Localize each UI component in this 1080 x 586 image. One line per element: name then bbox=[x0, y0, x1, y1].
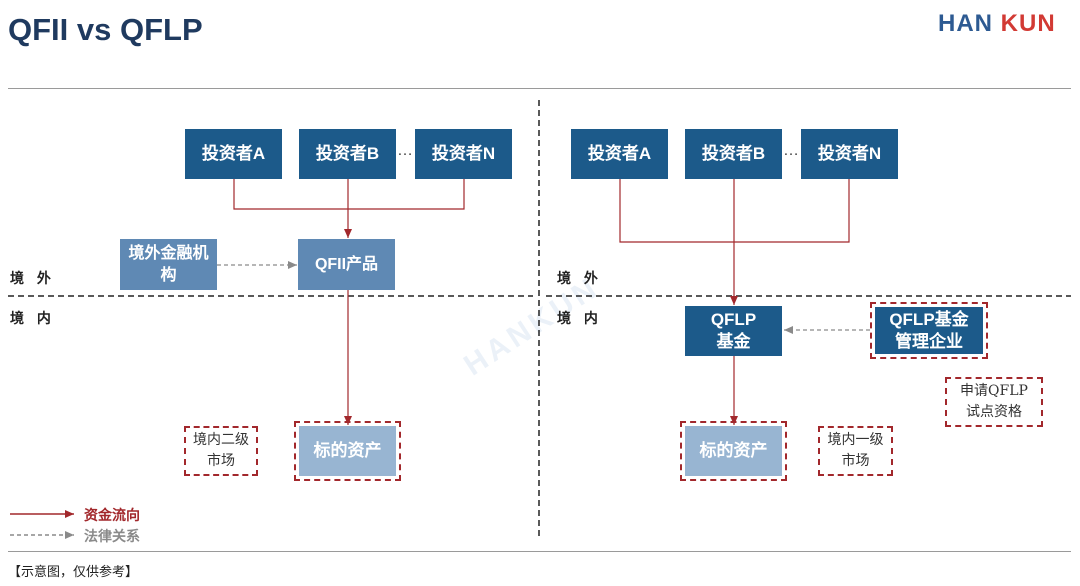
left-investor-b: 投资者B bbox=[299, 129, 396, 179]
secondary-market-label: 境内二级市场 bbox=[193, 432, 249, 469]
page-title: QFII vs QFLP bbox=[8, 12, 203, 47]
qualification-frame bbox=[945, 377, 1043, 427]
left-investor-flow bbox=[233, 179, 465, 210]
left-investor-a: 投资者A bbox=[185, 129, 282, 179]
left-zone-offshore: 境 外 bbox=[10, 271, 55, 287]
qfii-product: QFII产品 bbox=[298, 239, 395, 290]
qflp-fund: QFLP 基金 bbox=[685, 306, 782, 356]
footer-divider bbox=[8, 551, 1071, 552]
header-divider bbox=[8, 88, 1071, 89]
left-zone-onshore: 境 内 bbox=[10, 311, 55, 327]
qualification-label: 申请QFLP试点资格 bbox=[960, 383, 1028, 420]
left-investor-n: 投资者N bbox=[415, 129, 512, 179]
right-target-assets-frame bbox=[680, 421, 787, 481]
primary-market-frame bbox=[818, 426, 893, 476]
logo-part1: HAN bbox=[938, 10, 993, 37]
right-investor-b: 投资者B bbox=[685, 129, 782, 179]
logo-part2: KUN bbox=[1000, 10, 1056, 37]
qflp-manager: QFLP基金 管理企业 bbox=[875, 307, 983, 354]
right-zone-offshore: 境 外 bbox=[557, 271, 602, 287]
right-investor-n: 投资者N bbox=[801, 129, 898, 179]
left-target-assets: 标的资产 bbox=[299, 426, 396, 476]
manager-frame bbox=[870, 302, 988, 359]
left-ellipsis: … bbox=[397, 142, 413, 159]
primary-market-label: 境内一级市场 bbox=[827, 432, 884, 469]
qflp-manager-line2: 管理企业 bbox=[895, 331, 963, 351]
secondary-market-frame bbox=[184, 426, 258, 476]
right-ellipsis: … bbox=[783, 142, 799, 159]
foreign-institution: 境外金融机构 bbox=[120, 239, 217, 290]
legend-fund-flow: 资金流向 bbox=[84, 507, 140, 523]
hankun-logo: HAN KUN bbox=[938, 10, 1056, 38]
qflp-fund-line2: 基金 bbox=[716, 332, 751, 351]
left-target-assets-frame bbox=[294, 421, 401, 481]
legend-legal-relation: 法律关系 bbox=[84, 528, 140, 544]
right-investor-a: 投资者A bbox=[571, 129, 668, 179]
qflp-manager-line1: QFLP基金 bbox=[889, 309, 969, 329]
qflp-fund-line1: QFLP bbox=[710, 310, 757, 329]
footnote: 【示意图，仅供参考】 bbox=[8, 565, 139, 580]
right-zone-onshore: 境 内 bbox=[557, 311, 602, 327]
right-target-assets: 标的资产 bbox=[685, 426, 782, 476]
